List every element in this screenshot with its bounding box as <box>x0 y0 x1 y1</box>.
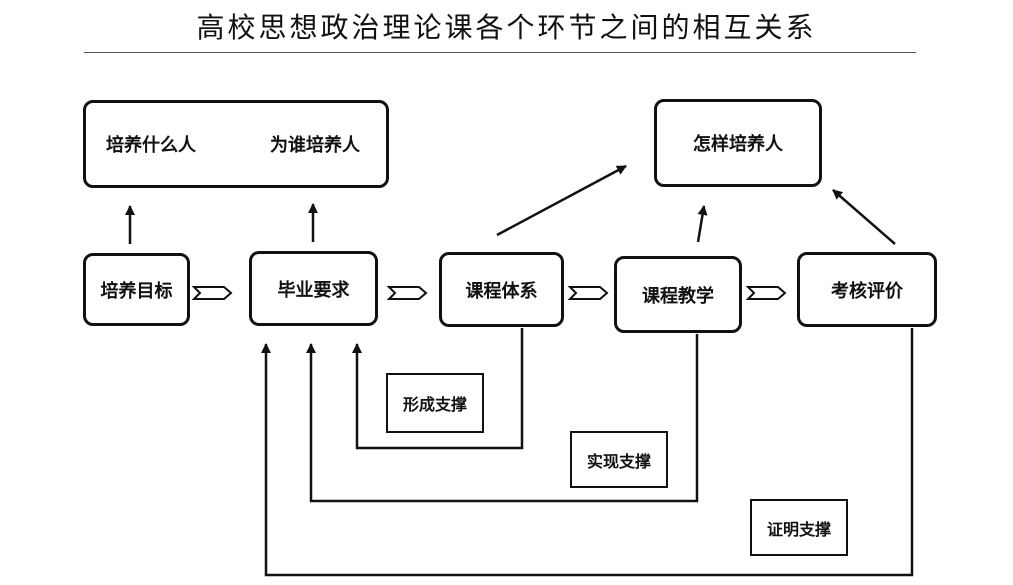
box-how-to-cultivate: 怎样培养人 <box>654 99 822 187</box>
chevron-teaching-assessment <box>745 286 787 300</box>
arrow-assessment-to-how <box>832 189 896 245</box>
diagram-title: 高校思想政治理论课各个环节之间的相互关系 <box>196 11 817 44</box>
box-goal: 培养目标 <box>83 253 190 326</box>
label-teaching: 课程教学 <box>642 285 714 307</box>
label-assessment: 考核评价 <box>831 280 903 302</box>
box-curriculum: 课程体系 <box>439 252 564 327</box>
arrow-curriculum-to-how <box>496 164 627 237</box>
box-requirement: 毕业要求 <box>249 251 378 326</box>
support-prove: 证明支撑 <box>750 499 848 556</box>
loop-teaching-to-requirement <box>306 334 699 503</box>
support-realize: 实现支撑 <box>570 431 668 488</box>
title-underline <box>84 52 916 53</box>
label-for-whom-to-cultivate: 为谁培养人 <box>270 135 360 156</box>
support-form: 形成支撑 <box>386 373 484 433</box>
chevron-goal-requirement <box>191 286 233 300</box>
box-teaching: 课程教学 <box>614 256 742 333</box>
label-how-to-cultivate: 怎样培养人 <box>693 134 783 155</box>
label-support-realize: 实现支撑 <box>586 451 651 471</box>
arrow-teaching-up <box>696 205 708 243</box>
label-goal: 培养目标 <box>100 280 173 302</box>
box-assessment: 考核评价 <box>797 252 937 327</box>
label-support-prove: 证明支撑 <box>766 519 831 539</box>
label-support-form: 形成支撑 <box>402 395 467 414</box>
label-whom-to-cultivate: 培养什么人 <box>106 135 196 156</box>
loop-curriculum-to-requirement <box>352 328 524 450</box>
box-who-and-why: 培养什么人 为谁培养人 <box>83 100 389 188</box>
label-requirement: 毕业要求 <box>277 279 350 301</box>
chevron-requirement-curriculum <box>386 286 428 300</box>
chevron-curriculum-teaching <box>567 286 609 300</box>
label-curriculum: 课程体系 <box>465 280 538 302</box>
loop-assessment-to-requirement <box>261 328 914 577</box>
